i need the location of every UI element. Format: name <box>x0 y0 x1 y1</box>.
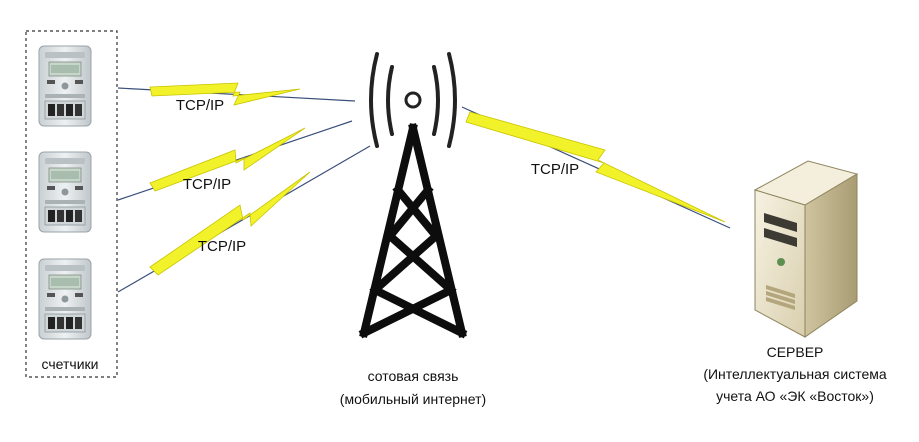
server-subtitle-line1: (Интеллектуальная система <box>703 366 887 382</box>
link-protocol-label: TCP/IP <box>198 238 246 255</box>
link-meter-1: TCP/IP <box>117 82 356 114</box>
server-title: СЕРВЕР <box>767 344 824 360</box>
meters-caption: счетчики <box>42 356 99 372</box>
meters-group: счетчики <box>25 30 118 378</box>
lightning-bolt-icon <box>149 82 301 106</box>
server-icon: СЕРВЕР (Интеллектуальная система учета А… <box>703 160 887 404</box>
tower-caption-line1: сотовая связь <box>368 368 459 384</box>
cell-tower-icon: сотовая связь (мобильный интернет) <box>340 52 486 407</box>
link-protocol-label: TCP/IP <box>176 97 224 114</box>
server-subtitle-line2: учета АО «ЭК «Восток») <box>716 388 874 404</box>
meters-dashed-frame <box>25 30 118 378</box>
link-meter-2: TCP/IP <box>117 120 353 201</box>
lightning-bolt-icon <box>149 127 306 192</box>
tower-caption-line2: (мобильный интернет) <box>340 391 486 407</box>
link-protocol-label: TCP/IP <box>531 161 579 178</box>
electric-meter-icon <box>38 258 92 340</box>
lightning-bolt-icon <box>465 111 726 223</box>
link-server: TCP/IP <box>461 106 731 229</box>
link-meter-3: TCP/IP <box>117 145 371 293</box>
link-protocol-label: TCP/IP <box>183 176 231 193</box>
electric-meter-icon <box>38 151 92 233</box>
lightning-bolt-icon <box>149 171 311 276</box>
electric-meter-icon <box>38 45 92 127</box>
